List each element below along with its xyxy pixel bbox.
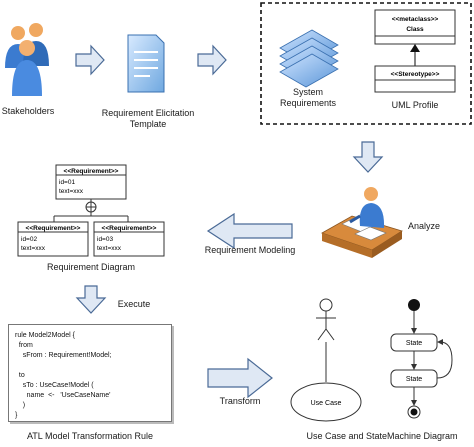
req-child-left-text: text=xxx xyxy=(21,245,46,252)
code-line: } xyxy=(15,412,18,419)
code-line: sFrom : Requirement!Model; xyxy=(15,352,112,359)
requirement-parent-box: <<Requirement>> id=01 text=xxx xyxy=(55,164,127,200)
requirement-diagram-label: Requirement Diagram xyxy=(46,262,136,272)
req-child-left-stereo: <<Requirement>> xyxy=(26,225,81,232)
stereotype-stereo: <<Stereotype>> xyxy=(391,71,440,78)
stakeholders-icon xyxy=(5,23,49,96)
arrow-left-icon xyxy=(206,212,293,250)
system-requirements-line1: System xyxy=(292,87,323,97)
code-line: from xyxy=(15,342,33,349)
analyze-label: Analyze xyxy=(407,221,441,231)
code-line: to xyxy=(15,372,25,379)
metaclass-box: <<metaclass>> Class xyxy=(374,9,456,45)
transform-label: Transform xyxy=(219,396,261,406)
req-parent-stereo: <<Requirement>> xyxy=(64,168,119,175)
template-label-line2: Template xyxy=(129,119,167,129)
atl-code-box: rule Model2Model { from sFrom : Requirem… xyxy=(8,324,172,422)
arrow-down-icon xyxy=(75,285,107,314)
execute-label: Execute xyxy=(117,299,151,309)
requirement-modeling-label: Requirement Modeling xyxy=(204,245,296,255)
stakeholders-label: Stakeholders xyxy=(1,106,55,116)
actor-icon xyxy=(316,298,336,341)
code-line: sTo : UseCase!Model ( xyxy=(15,382,94,389)
system-requirements-line2: Requirements xyxy=(279,98,337,108)
system-requirements-icon xyxy=(279,29,339,88)
usecase-label: Use Case xyxy=(311,400,342,407)
req-child-left-id: id=02 xyxy=(21,236,37,243)
requirement-child-right-box: <<Requirement>> id=03 text=xxx xyxy=(93,221,165,257)
usecase-ellipse: Use Case xyxy=(290,382,362,422)
requirement-child-left-box: <<Requirement>> id=02 text=xxx xyxy=(17,221,89,257)
atl-rule-label: ATL Model Transformation Rule xyxy=(26,431,154,441)
code-line: name <- 'UseCaseName' xyxy=(15,392,111,399)
req-child-right-text: text=xxx xyxy=(97,245,122,252)
state2-label: State xyxy=(406,376,422,383)
uml-profile-label: UML Profile xyxy=(391,100,439,110)
template-label-line1: Requirement Elicitation xyxy=(101,108,195,118)
arrow-right-icon xyxy=(207,357,273,399)
arrow-down-icon xyxy=(352,141,384,173)
statemachine-diagram: State State xyxy=(390,299,453,419)
code-line: rule Model2Model { xyxy=(15,332,75,339)
state1-label: State xyxy=(406,340,422,347)
req-child-right-id: id=03 xyxy=(97,236,113,243)
analyze-person-icon xyxy=(321,187,403,258)
arrow-right-icon xyxy=(197,44,227,76)
metaclass-name: Class xyxy=(406,26,424,33)
req-child-right-stereo: <<Requirement>> xyxy=(102,225,157,232)
initial-state-icon xyxy=(408,299,420,311)
req-parent-id: id=01 xyxy=(59,179,75,186)
dashed-group-box xyxy=(260,2,472,125)
stereotype-box: <<Stereotype>> xyxy=(374,65,456,93)
usecase-statemachine-label: Use Case and StateMachine Diagram xyxy=(306,431,458,441)
containment-connector xyxy=(53,199,129,222)
req-parent-text: text=xxx xyxy=(59,188,84,195)
template-document-icon xyxy=(127,34,165,93)
metaclass-stereo: <<metaclass>> xyxy=(392,16,439,23)
extension-arrowhead-icon xyxy=(410,44,420,52)
code-line: ) xyxy=(15,402,26,409)
arrow-right-icon xyxy=(75,44,105,76)
